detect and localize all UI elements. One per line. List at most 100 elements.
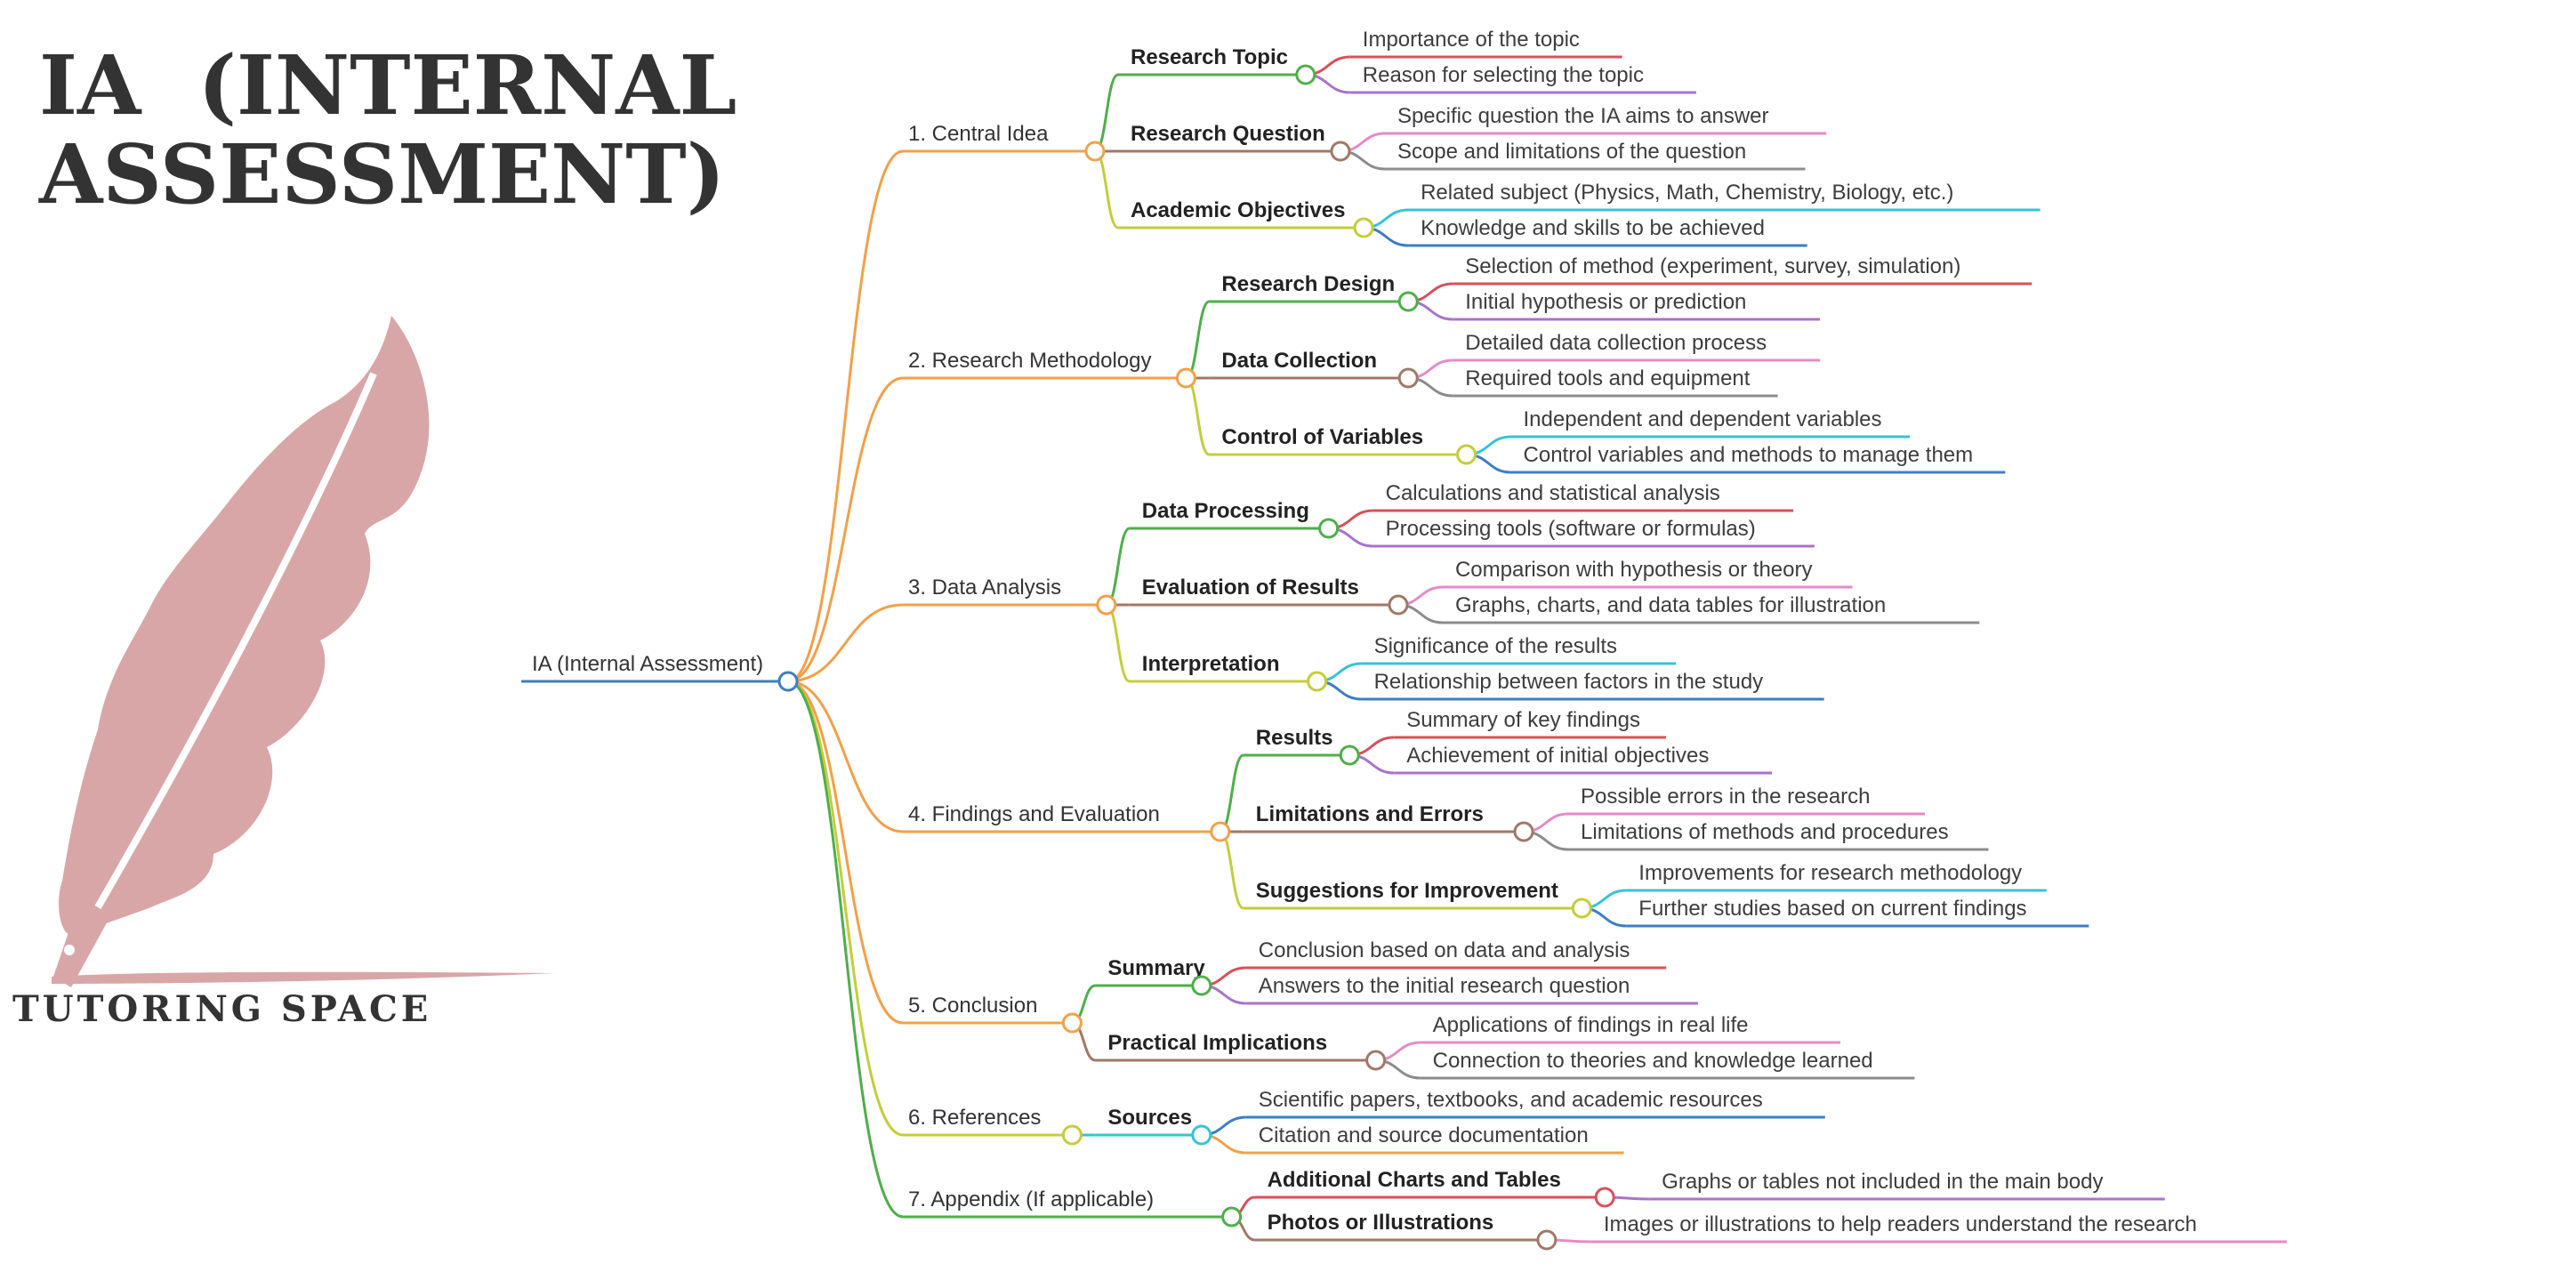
leaf-node-label: Limitations of methods and procedures: [1581, 820, 1949, 844]
branch-link: [787, 603, 904, 683]
mindmap-links: [521, 55, 2287, 1244]
sub-link: [1185, 376, 1211, 456]
leaf-node-label: Citation and source documentation: [1259, 1123, 1589, 1147]
sub-node-label: Results: [1256, 726, 1333, 750]
leaf-node-label: Graphs, charts, and data tables for illu…: [1455, 593, 1886, 617]
sub-node-collapse-toggle[interactable]: [1365, 1050, 1387, 1071]
page-title-line-1: IA (INTERNAL: [39, 37, 737, 133]
sub-node-collapse-toggle[interactable]: [1339, 745, 1360, 766]
sub-node-collapse-toggle[interactable]: [1536, 1229, 1558, 1251]
pen-nib: [53, 898, 109, 987]
page-title-line-2: ASSESSMENT): [38, 126, 725, 222]
branch-node-label: 4. Findings and Evaluation: [908, 802, 1160, 826]
sub-node-label: Photos or Illustrations: [1268, 1211, 1494, 1235]
branch-node-collapse-toggle[interactable]: [1096, 594, 1117, 616]
branch-node-label: 3. Data Analysis: [908, 576, 1061, 600]
brand-name: TUTORING SPACE: [12, 988, 431, 1030]
leaf-node-label: Improvements for research methodology: [1638, 861, 2022, 885]
header: IA (INTERNAL ASSESSMENT): [38, 37, 737, 222]
leaf-node-label: Comparison with hypothesis or theory: [1455, 558, 1813, 582]
feather-vane: [58, 316, 430, 936]
branch-node-collapse-toggle[interactable]: [1210, 821, 1231, 842]
leaf-node-label: Graphs or tables not included in the mai…: [1662, 1170, 2103, 1194]
ink-stroke: [52, 971, 555, 984]
sub-link: [1220, 753, 1244, 833]
leaf-node-label: Initial hypothesis or prediction: [1465, 290, 1746, 314]
sub-node-label: Research Topic: [1131, 45, 1288, 69]
sub-node-label: Additional Charts and Tables: [1268, 1168, 1561, 1192]
root-node-collapse-toggle[interactable]: [777, 671, 799, 692]
sub-node-label: Sources: [1107, 1106, 1192, 1130]
sub-node-collapse-toggle[interactable]: [1397, 291, 1419, 312]
leaf-node-label: Significance of the results: [1374, 634, 1617, 658]
leaf-node-label: Applications of findings in real life: [1433, 1013, 1749, 1037]
branch-link: [787, 376, 904, 683]
sub-node-label: Summary: [1107, 956, 1205, 980]
leaf-node-label: Selection of method (experiment, survey,…: [1465, 254, 1960, 278]
sub-node-collapse-toggle[interactable]: [1307, 671, 1328, 692]
leaf-node-label: Independent and dependent variables: [1524, 407, 1882, 431]
sub-node-collapse-toggle[interactable]: [1191, 1124, 1212, 1146]
branch-node-label: 2. Research Methodology: [908, 349, 1152, 373]
branch-node-label: 5. Conclusion: [908, 994, 1037, 1018]
sub-link: [1094, 73, 1119, 153]
root-node-label: IA (Internal Assessment): [532, 652, 763, 676]
leaf-node-label: Related subject (Physics, Math, Chemistr…: [1421, 181, 1953, 205]
sub-link: [1106, 527, 1131, 607]
sub-node-collapse-toggle[interactable]: [1330, 141, 1351, 162]
branch-node-collapse-toggle[interactable]: [1175, 367, 1196, 389]
branch-node-collapse-toggle[interactable]: [1084, 141, 1106, 162]
sub-node-collapse-toggle[interactable]: [1191, 975, 1212, 996]
leaf-node-label: Specific question the IA aims to answer: [1397, 104, 1769, 128]
leaf-node-label: Answers to the initial research question: [1259, 974, 1630, 998]
leaf-node-label: Calculations and statistical analysis: [1386, 481, 1720, 505]
sub-node-collapse-toggle[interactable]: [1295, 64, 1316, 85]
sub-node-collapse-toggle[interactable]: [1571, 898, 1592, 919]
feather-shaft: [94, 372, 377, 909]
sub-node-collapse-toggle[interactable]: [1513, 821, 1534, 842]
branch-node-label: 6. References: [908, 1106, 1041, 1130]
sub-node-label: Interpretation: [1142, 652, 1280, 676]
sub-node-collapse-toggle[interactable]: [1397, 367, 1419, 389]
branch-node-collapse-toggle[interactable]: [1061, 1124, 1083, 1146]
leaf-node-label: Reason for selecting the topic: [1363, 63, 1644, 87]
sub-node-collapse-toggle[interactable]: [1594, 1187, 1615, 1208]
sub-node-label: Data Collection: [1221, 349, 1377, 373]
mindmap-nodes: IA (Internal Assessment)1. Central IdeaR…: [532, 28, 2197, 1251]
pen-nib-hole: [64, 945, 75, 955]
leaf-node-label: Scientific papers, textbooks, and academ…: [1259, 1088, 1763, 1112]
leaf-node-label: Summary of key findings: [1406, 708, 1640, 732]
sub-link: [1185, 300, 1211, 380]
sub-node-collapse-toggle[interactable]: [1388, 594, 1409, 616]
leaf-node-label: Images or illustrations to help readers …: [1604, 1212, 2197, 1236]
branch-link: [787, 680, 904, 833]
branch-node-collapse-toggle[interactable]: [1061, 1012, 1083, 1034]
leaf-node-label: Scope and limitations of the question: [1397, 140, 1746, 164]
leaf-node-label: Control variables and methods to manage …: [1524, 443, 1974, 467]
leaf-node-label: Conclusion based on data and analysis: [1259, 938, 1630, 962]
sub-node-label: Data Processing: [1142, 499, 1309, 523]
leaf-node-label: Connection to theories and knowledge lea…: [1433, 1049, 1873, 1073]
sub-node-label: Research Question: [1131, 122, 1325, 146]
leaf-node-label: Relationship between factors in the stud…: [1374, 670, 1764, 694]
branch-link: [787, 680, 904, 1137]
quill-pen-icon: [52, 316, 555, 987]
leaf-node-label: Further studies based on current finding…: [1638, 897, 2026, 921]
sub-node-label: Limitations and Errors: [1256, 802, 1484, 826]
leaf-node-label: Detailed data collection process: [1465, 331, 1767, 355]
sub-node-collapse-toggle[interactable]: [1353, 217, 1374, 238]
leaf-node-label: Importance of the topic: [1363, 28, 1580, 52]
sub-node-label: Research Design: [1221, 272, 1395, 296]
branch-node-label: 7. Appendix (If applicable): [908, 1187, 1154, 1212]
sub-node-label: Practical Implications: [1107, 1031, 1327, 1055]
branch-link: [787, 149, 904, 683]
leaf-node-label: Processing tools (software or formulas): [1386, 517, 1756, 541]
sub-link: [1106, 603, 1131, 683]
leaf-node-label: Knowledge and skills to be achieved: [1421, 216, 1765, 240]
sub-node-collapse-toggle[interactable]: [1456, 444, 1477, 465]
sub-node-collapse-toggle[interactable]: [1318, 518, 1340, 539]
sub-node-label: Academic Objectives: [1131, 198, 1345, 222]
sub-link: [1220, 830, 1244, 910]
branch-node-collapse-toggle[interactable]: [1221, 1206, 1243, 1228]
